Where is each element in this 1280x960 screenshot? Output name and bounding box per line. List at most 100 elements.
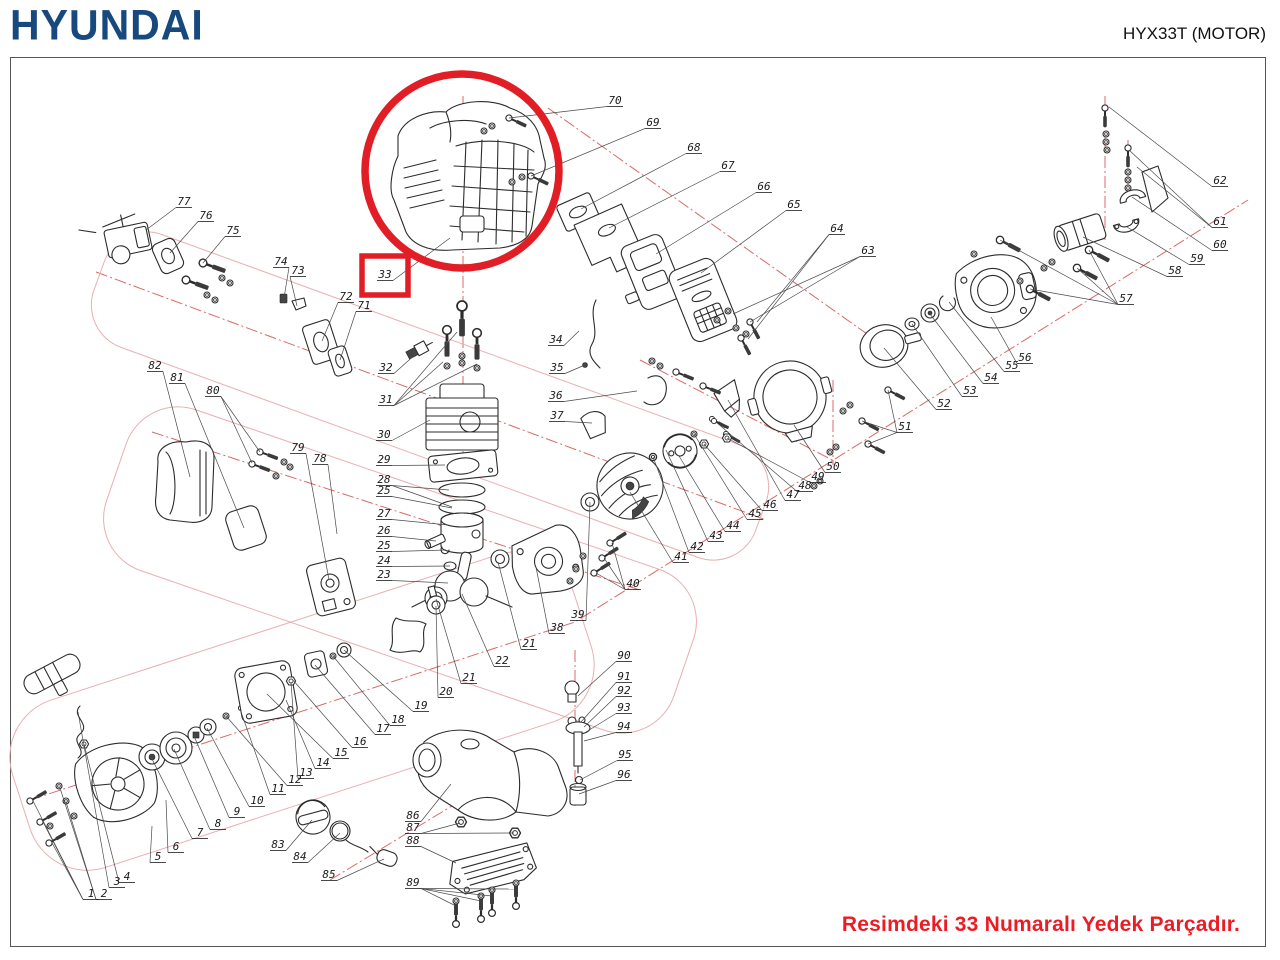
part-label-32: 32 [378, 351, 419, 374]
part-label-31: 31 [378, 331, 478, 406]
part-label-30: 30 [376, 419, 431, 441]
part-label-94: 94 [583, 720, 632, 742]
part-label-71: 71 [339, 299, 372, 361]
part-label-90: 90 [577, 649, 632, 697]
svg-text:92: 92 [617, 684, 631, 697]
model-title: HYX33T (MOTOR) [1123, 24, 1266, 43]
part-label-51: 51 [861, 389, 913, 445]
part-label-64: 64 [747, 222, 845, 340]
part-label-50: 50 [793, 424, 841, 473]
part-label-48: 48 [715, 421, 813, 492]
part-label-79: 79 [290, 441, 330, 581]
part-label-93: 93 [585, 701, 632, 733]
svg-text:52: 52 [937, 397, 951, 410]
part-label-61: 61 [1128, 149, 1228, 228]
svg-text:56: 56 [1018, 351, 1032, 364]
clutch-group [648, 414, 743, 469]
svg-text:23: 23 [377, 568, 390, 581]
part-label-40: 40 [595, 542, 641, 590]
svg-text:90: 90 [617, 649, 631, 662]
svg-text:89: 89 [406, 876, 419, 889]
svg-text:34: 34 [548, 333, 562, 346]
svg-text:16: 16 [353, 735, 367, 748]
ignition-wire [580, 299, 667, 440]
svg-text:87: 87 [406, 821, 420, 834]
part-label-58: 58 [1082, 236, 1183, 277]
part-label-60: 60 [1131, 196, 1228, 251]
part-label-3: 3 [77, 711, 125, 888]
part-label-28: 28 [376, 473, 453, 508]
part-label-95: 95 [579, 748, 633, 781]
part-label-26: 26 [376, 524, 437, 542]
svg-text:32: 32 [378, 361, 393, 374]
svg-text:96: 96 [617, 768, 631, 781]
part-label-13: 13 [290, 681, 314, 779]
spark-plug [405, 340, 433, 360]
svg-text:35: 35 [549, 361, 563, 374]
svg-text:78: 78 [313, 452, 327, 465]
svg-text:5: 5 [155, 850, 162, 863]
svg-text:45: 45 [748, 507, 761, 520]
part-label-96: 96 [578, 768, 632, 795]
carburetor-group [78, 213, 353, 377]
svg-text:81: 81 [170, 371, 183, 384]
svg-text:50: 50 [826, 460, 840, 473]
svg-text:74: 74 [274, 255, 287, 268]
svg-text:76: 76 [199, 209, 213, 222]
svg-text:9: 9 [234, 805, 241, 818]
svg-text:58: 58 [1168, 264, 1182, 277]
svg-text:24: 24 [377, 554, 390, 567]
part-label-21: 21 [497, 561, 537, 650]
svg-text:33: 33 [377, 268, 391, 281]
svg-text:21: 21 [522, 637, 535, 650]
part-label-68: 68 [580, 141, 702, 210]
part-label-18: 18 [332, 655, 406, 726]
part-label-43: 43 [665, 449, 724, 542]
svg-text:54: 54 [984, 371, 997, 384]
svg-text:51: 51 [898, 420, 911, 433]
part-label-6: 6 [165, 799, 184, 853]
part-label-20: 20 [435, 605, 454, 698]
flywheel-group [596, 452, 664, 520]
part-label-76: 76 [169, 209, 214, 254]
svg-text:31: 31 [378, 393, 392, 406]
svg-text:94: 94 [617, 720, 630, 733]
part-label-66: 66 [655, 180, 772, 255]
svg-text:86: 86 [406, 809, 420, 822]
part-label-27: 27 [376, 507, 449, 526]
svg-text:63: 63 [861, 244, 874, 257]
part-label-91: 91 [580, 670, 632, 723]
svg-text:79: 79 [291, 441, 304, 454]
svg-text:88: 88 [406, 834, 420, 847]
part-label-23: 23 [376, 568, 449, 584]
part-label-15: 15 [266, 693, 349, 759]
part-label-12: 12 [225, 715, 303, 786]
svg-text:66: 66 [757, 180, 771, 193]
fan-cover-group [709, 360, 833, 443]
svg-text:64: 64 [830, 222, 843, 235]
part-label-78: 78 [312, 452, 338, 535]
part-label-87: 87 [405, 821, 515, 834]
svg-text:46: 46 [763, 498, 777, 511]
part-label-37: 37 [549, 409, 593, 424]
svg-text:69: 69 [646, 116, 659, 129]
svg-text:20: 20 [439, 685, 453, 698]
svg-text:72: 72 [339, 290, 353, 303]
svg-text:27: 27 [377, 507, 391, 520]
svg-text:15: 15 [334, 746, 347, 759]
clutch-drum-group [810, 254, 1037, 490]
svg-text:48: 48 [798, 479, 812, 492]
part-label-86: 86 [405, 783, 452, 822]
svg-text:10: 10 [250, 794, 264, 807]
part-label-65: 65 [700, 198, 802, 274]
svg-text:83: 83 [271, 838, 284, 851]
svg-text:25: 25 [377, 484, 390, 497]
part-label-83: 83 [270, 819, 313, 851]
part-label-29: 29 [376, 453, 446, 466]
svg-text:29: 29 [377, 453, 390, 466]
part-label-5: 5 [149, 825, 166, 863]
svg-text:82: 82 [148, 359, 162, 372]
part-label-77: 77 [145, 195, 192, 231]
svg-text:80: 80 [206, 384, 220, 397]
